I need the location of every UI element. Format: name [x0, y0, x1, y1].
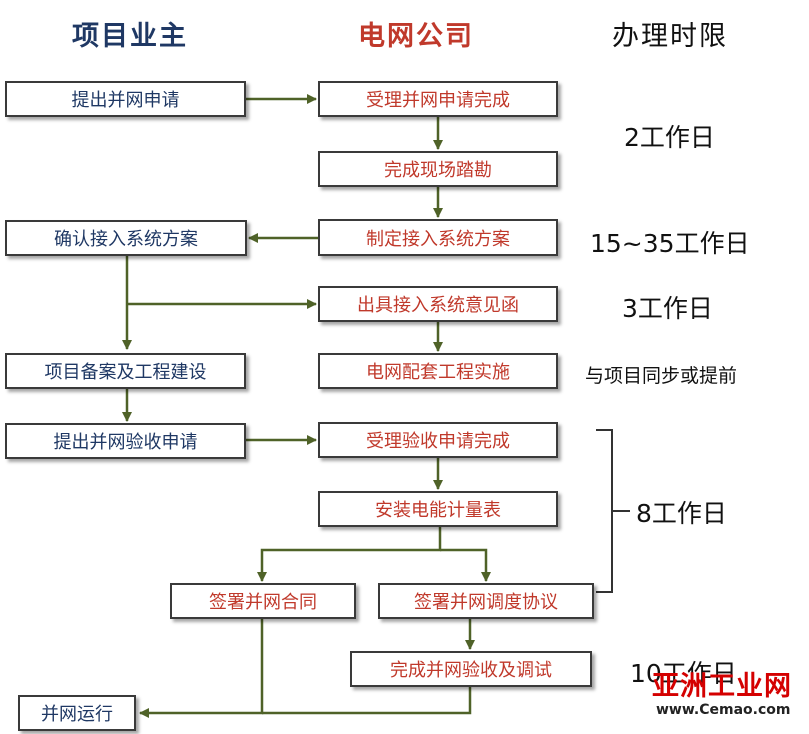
grid-operation-label: 并网运行 [41, 704, 113, 725]
project-filing-construction-box: 项目备案及工程建设 [5, 353, 246, 389]
site-survey-box: 完成现场踏勘 [318, 151, 558, 187]
project-filing-construction-label: 项目备案及工程建设 [44, 362, 207, 383]
sign-grid-contract-box: 签署并网合同 [170, 583, 356, 619]
owner-column-header: 项目业主 [72, 21, 188, 52]
time-limit-15-35-days: 15~35工作日 [590, 229, 750, 258]
apply-grid-connection-label: 提出并网申请 [71, 90, 180, 111]
supporting-project-label: 电网配套工程实施 [366, 362, 510, 383]
sign-dispatch-agreement-box: 签署并网调度协议 [378, 583, 594, 619]
issue-opinion-letter-box: 出具接入系统意见函 [318, 286, 558, 322]
apply-acceptance-label: 提出并网验收申请 [53, 432, 198, 453]
accept-application-label: 受理并网申请完成 [366, 90, 510, 111]
time-limit-8-days: 8工作日 [636, 499, 727, 528]
accept-acceptance-box: 受理验收申请完成 [318, 422, 558, 458]
confirm-access-plan-box: 确认接入系统方案 [5, 220, 247, 256]
supporting-project-box: 电网配套工程实施 [318, 353, 558, 389]
time-limit-2-days: 2工作日 [624, 123, 715, 152]
grid-operation-box: 并网运行 [18, 695, 136, 731]
finish-acceptance-debug-box: 完成并网验收及调试 [350, 651, 592, 687]
accept-acceptance-label: 受理验收申请完成 [366, 431, 510, 452]
apply-acceptance-box: 提出并网验收申请 [5, 423, 246, 459]
sign-dispatch-agreement-label: 签署并网调度协议 [414, 592, 558, 613]
apply-grid-connection-box: 提出并网申请 [5, 81, 246, 117]
site-survey-label: 完成现场踏勘 [384, 160, 492, 181]
finish-acceptance-debug-label: 完成并网验收及调试 [390, 660, 552, 681]
make-access-plan-box: 制定接入系统方案 [318, 219, 558, 256]
time-limit-3-days: 3工作日 [622, 294, 713, 323]
watermark-logo-text: 亚洲工业网 [652, 671, 792, 702]
issue-opinion-letter-label: 出具接入系统意见函 [357, 295, 519, 316]
sign-grid-contract-label: 签署并网合同 [209, 592, 317, 613]
watermark-url: www.Cemao.com [656, 702, 791, 718]
time-limit-10-days: 10工作日 [630, 659, 737, 688]
accept-application-box: 受理并网申请完成 [318, 81, 558, 117]
watermark-logo: 亚洲工业网 www.Cemao.com [648, 664, 806, 730]
confirm-access-plan-label: 确认接入系统方案 [54, 229, 198, 250]
time-limit-sync-with-project: 与项目同步或提前 [585, 365, 738, 387]
time-limit-column-header: 办理时限 [612, 21, 728, 52]
install-meter-box: 安装电能计量表 [318, 491, 558, 527]
grid-company-column-header: 电网公司 [358, 21, 474, 52]
install-meter-label: 安装电能计量表 [375, 500, 501, 521]
make-access-plan-label: 制定接入系统方案 [366, 228, 510, 250]
